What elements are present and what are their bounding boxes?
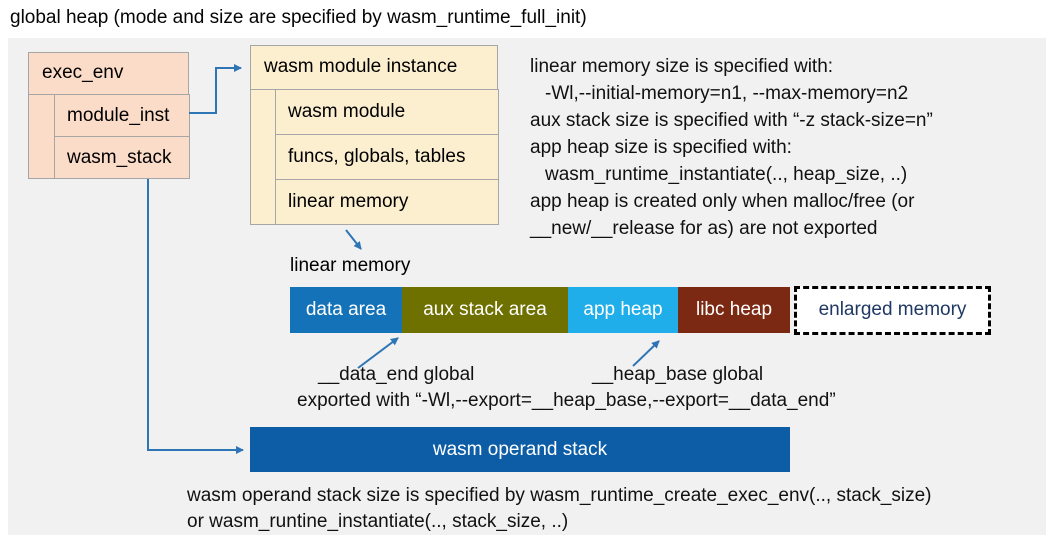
note-line: or wasm_runtine_instantiate(.., stack_si… [187, 511, 569, 532]
note-line: app heap is created only when malloc/fre… [530, 191, 915, 212]
segment-enlarged-memory: enlarged memory [794, 286, 991, 335]
segment-aux-stack-area: aux stack area [402, 287, 568, 333]
data-end-global-label: __data_end global [318, 364, 475, 385]
wasm-module-instance-header: wasm module instance [251, 46, 497, 90]
note-line: wasm operand stack size is specified by … [187, 485, 932, 506]
heap-base-global-label: __heap_base global [592, 364, 764, 385]
note-line: __new/__release for as) are not exported [530, 218, 878, 239]
page-title: global heap (mode and size are specified… [10, 7, 587, 28]
exported-flags-label: exported with “-Wl,--export=__heap_base,… [297, 390, 836, 411]
linear-memory-notes: linear memory size is specified with: -W… [530, 53, 1042, 242]
segment-data-area: data area [290, 287, 402, 333]
segment-app-heap: app heap [568, 287, 678, 333]
linear-memory-label: linear memory [290, 255, 411, 276]
wasm-module-row: wasm module [275, 89, 499, 135]
wasm-module-instance-box: wasm module instance wasm module funcs, … [250, 45, 499, 225]
note-line: -Wl,--initial-memory=n1, --max-memory=n2 [545, 83, 909, 104]
linear-memory-row: linear memory [275, 179, 499, 225]
note-line: aux stack size is specified with “-z sta… [530, 110, 933, 131]
note-line: linear memory size is specified with: [530, 56, 834, 77]
exec-env-box: exec_env module_inst wasm_stack [28, 52, 190, 179]
funcs-globals-tables-row: funcs, globals, tables [275, 134, 499, 180]
exec-env-header: exec_env [29, 53, 188, 95]
note-line: app heap size is specified with: [530, 137, 792, 158]
segment-libc-heap: libc heap [678, 287, 790, 333]
wasm-operand-stack-bar: wasm operand stack [250, 427, 790, 472]
note-line: wasm_runtime_instantiate(.., heap_size, … [545, 164, 908, 185]
exec-env-row-module-inst: module_inst [54, 94, 190, 137]
exec-env-row-wasm-stack: wasm_stack [54, 136, 190, 179]
operand-stack-notes: wasm operand stack size is specified by … [187, 483, 932, 535]
